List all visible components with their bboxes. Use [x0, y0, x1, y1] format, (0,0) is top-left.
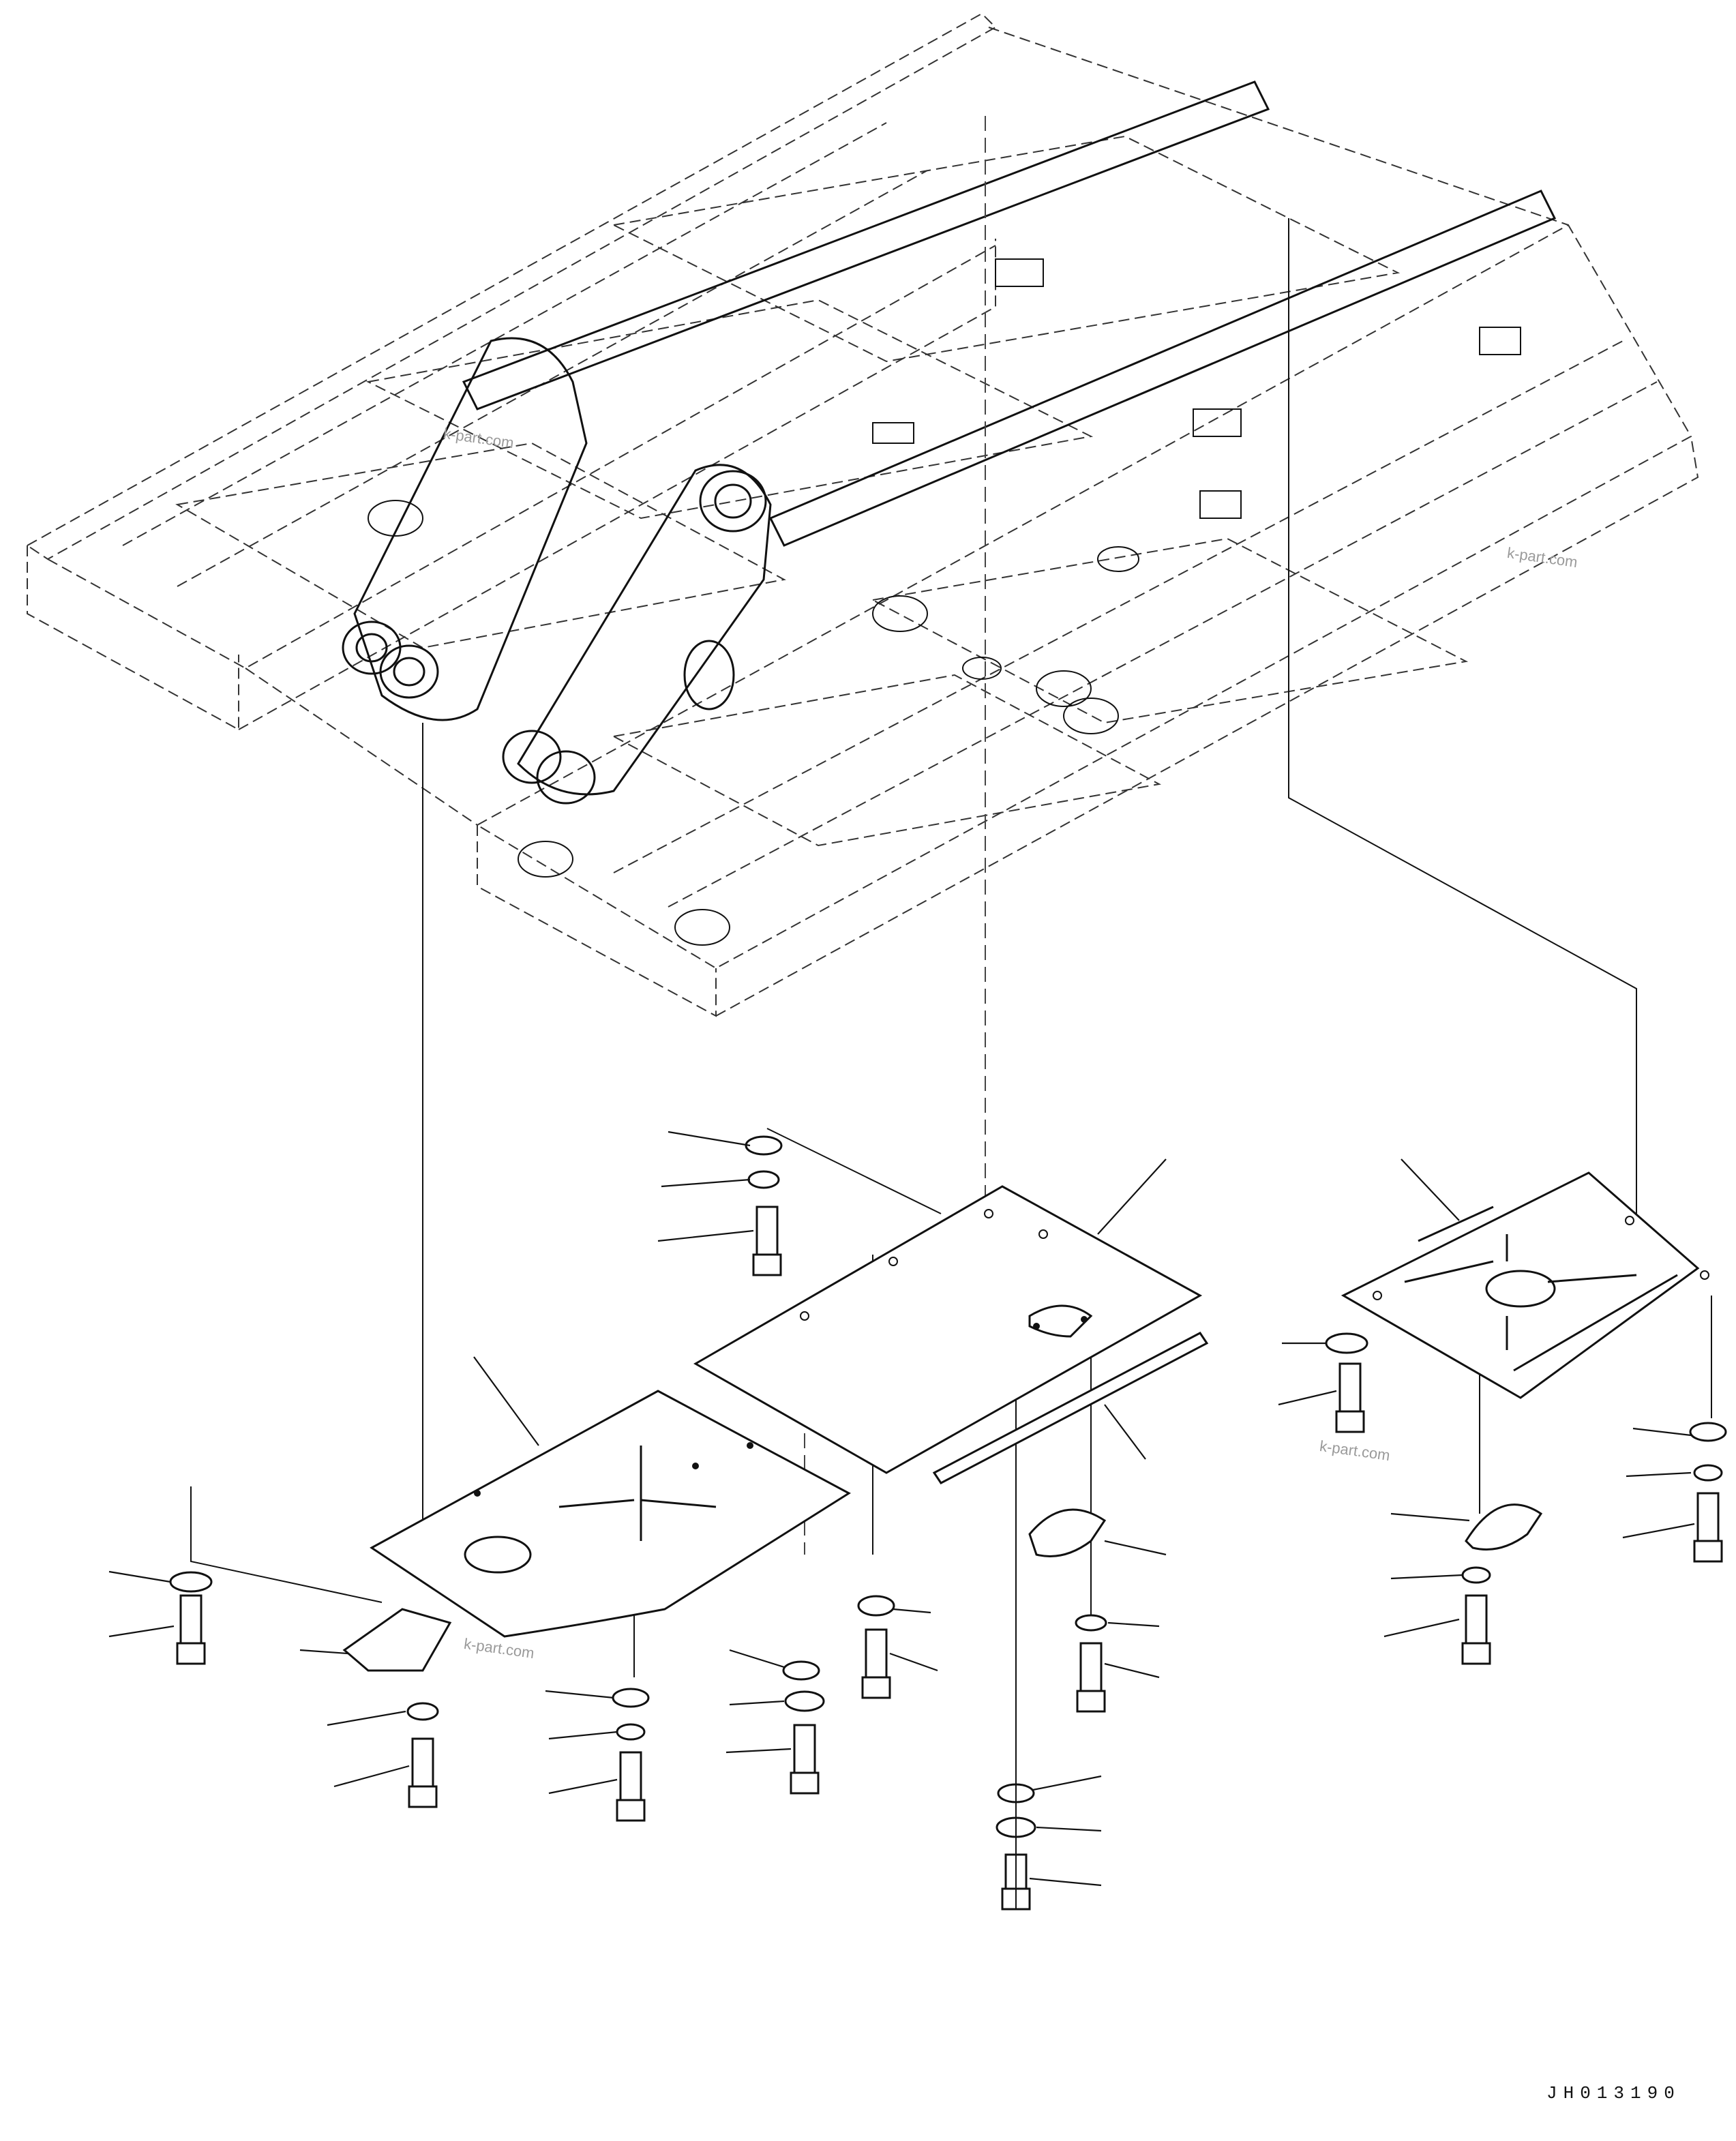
- bracket-left: [342, 1608, 452, 1672]
- drawing-code: JH013190: [1546, 2083, 1681, 2103]
- cover-right: [1341, 1171, 1709, 1399]
- center-beams: [342, 80, 1557, 946]
- frame-outline: [26, 12, 1699, 1017]
- callout-leaders: [108, 1131, 1695, 1887]
- cover-center: [693, 1185, 1203, 1474]
- cover-left: [370, 1390, 851, 1638]
- round-cover-right: [1465, 1503, 1543, 1551]
- seal-strip: [932, 1332, 1209, 1484]
- round-cover-center: [1028, 1508, 1107, 1557]
